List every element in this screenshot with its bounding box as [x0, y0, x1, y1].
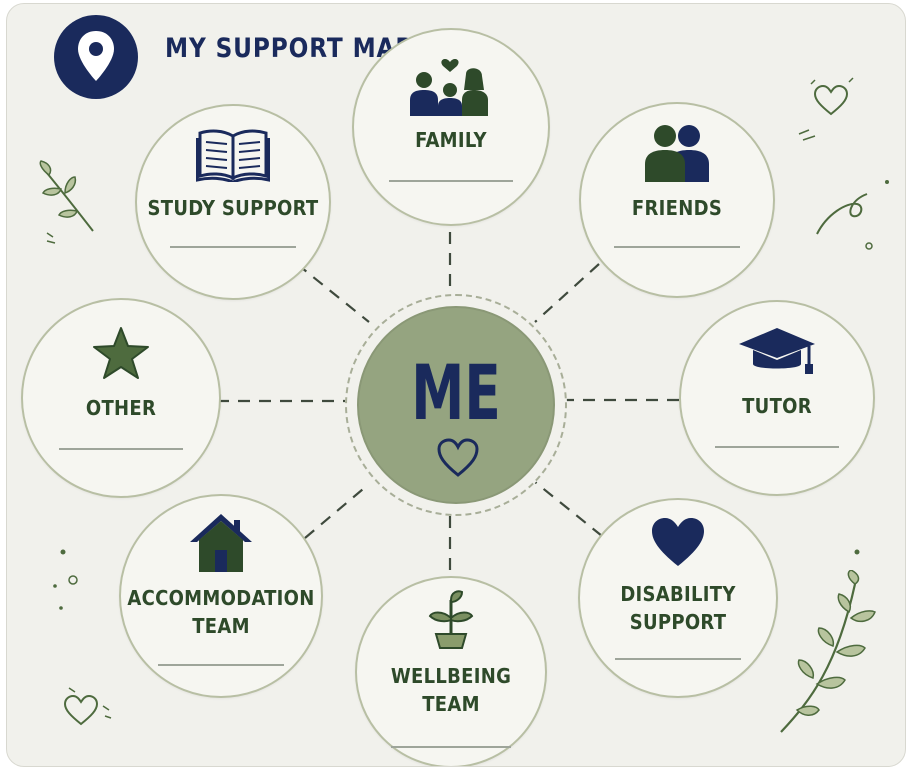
dot-doodle-left-icon [53, 549, 78, 610]
dot-doodle-bottom-right-icon [854, 549, 860, 555]
swirl-doodle-icon [816, 180, 889, 250]
heart-icon [652, 518, 704, 566]
tutor-node: TUTOR [679, 300, 875, 496]
dot-doodle-right-icon [798, 129, 816, 141]
star-icon [93, 327, 149, 379]
heart-outline-icon [437, 438, 479, 477]
accommodation-team-write-line [158, 664, 284, 666]
family-icon [410, 59, 488, 116]
wellbeing-label-line2: TEAM [422, 692, 480, 716]
small-heart-top-right-icon [810, 77, 854, 116]
wellbeing-team-label: WELLBEING TEAM [357, 662, 545, 718]
leaf-sprig-bottom-right-icon [780, 570, 876, 733]
tutor-write-line [715, 446, 839, 448]
small-heart-bottom-left-icon [63, 687, 112, 726]
family-node: FAMILY [352, 28, 550, 226]
family-label: FAMILY [415, 128, 487, 152]
page-title: MY SUPPORT MAP [165, 33, 414, 64]
study-support-label: STUDY SUPPORT [147, 196, 319, 220]
map-pin-badge [54, 15, 138, 99]
accommodation-label-line1: ACCOMMODATION [127, 586, 315, 610]
dash-marks-left-icon [46, 232, 56, 244]
wellbeing-team-node: WELLBEING TEAM [355, 576, 547, 766]
graduation-cap-icon [739, 328, 815, 374]
center-me-circle: ME [357, 306, 555, 504]
wellbeing-team-write-line [391, 746, 511, 748]
disability-support-node: DISABILITY SUPPORT [578, 498, 778, 698]
other-write-line [59, 448, 183, 450]
plant-icon [428, 590, 474, 649]
leaf-sprig-top-left-icon [39, 160, 94, 232]
disability-label-line1: DISABILITY [620, 582, 736, 606]
study-support-node: STUDY SUPPORT [135, 104, 331, 300]
disability-label-line2: SUPPORT [629, 610, 727, 634]
map-pin-icon [78, 31, 114, 81]
other-label: OTHER [85, 396, 157, 420]
family-write-line [389, 180, 513, 182]
house-icon [190, 514, 252, 572]
disability-support-write-line [615, 658, 741, 660]
accommodation-label-line2: TEAM [192, 614, 250, 638]
disability-support-label: DISABILITY SUPPORT [580, 580, 776, 636]
accommodation-team-node: ACCOMMODATION TEAM [119, 494, 323, 698]
tutor-label: TUTOR [742, 394, 812, 418]
connector-lines [217, 232, 679, 576]
study-support-write-line [170, 246, 296, 248]
other-node: OTHER [21, 298, 221, 498]
support-map-sheet: MY SUPPORT MAP FAMILY FRIENDS [6, 3, 906, 767]
people-icon [645, 125, 709, 182]
friends-label: FRIENDS [631, 196, 723, 220]
friends-write-line [614, 246, 740, 248]
accommodation-team-label: ACCOMMODATION TEAM [121, 584, 321, 640]
center-me-label: ME [411, 348, 501, 437]
friends-node: FRIENDS [579, 102, 775, 298]
wellbeing-label-line1: WELLBEING [390, 664, 512, 688]
open-book-icon [196, 129, 270, 182]
